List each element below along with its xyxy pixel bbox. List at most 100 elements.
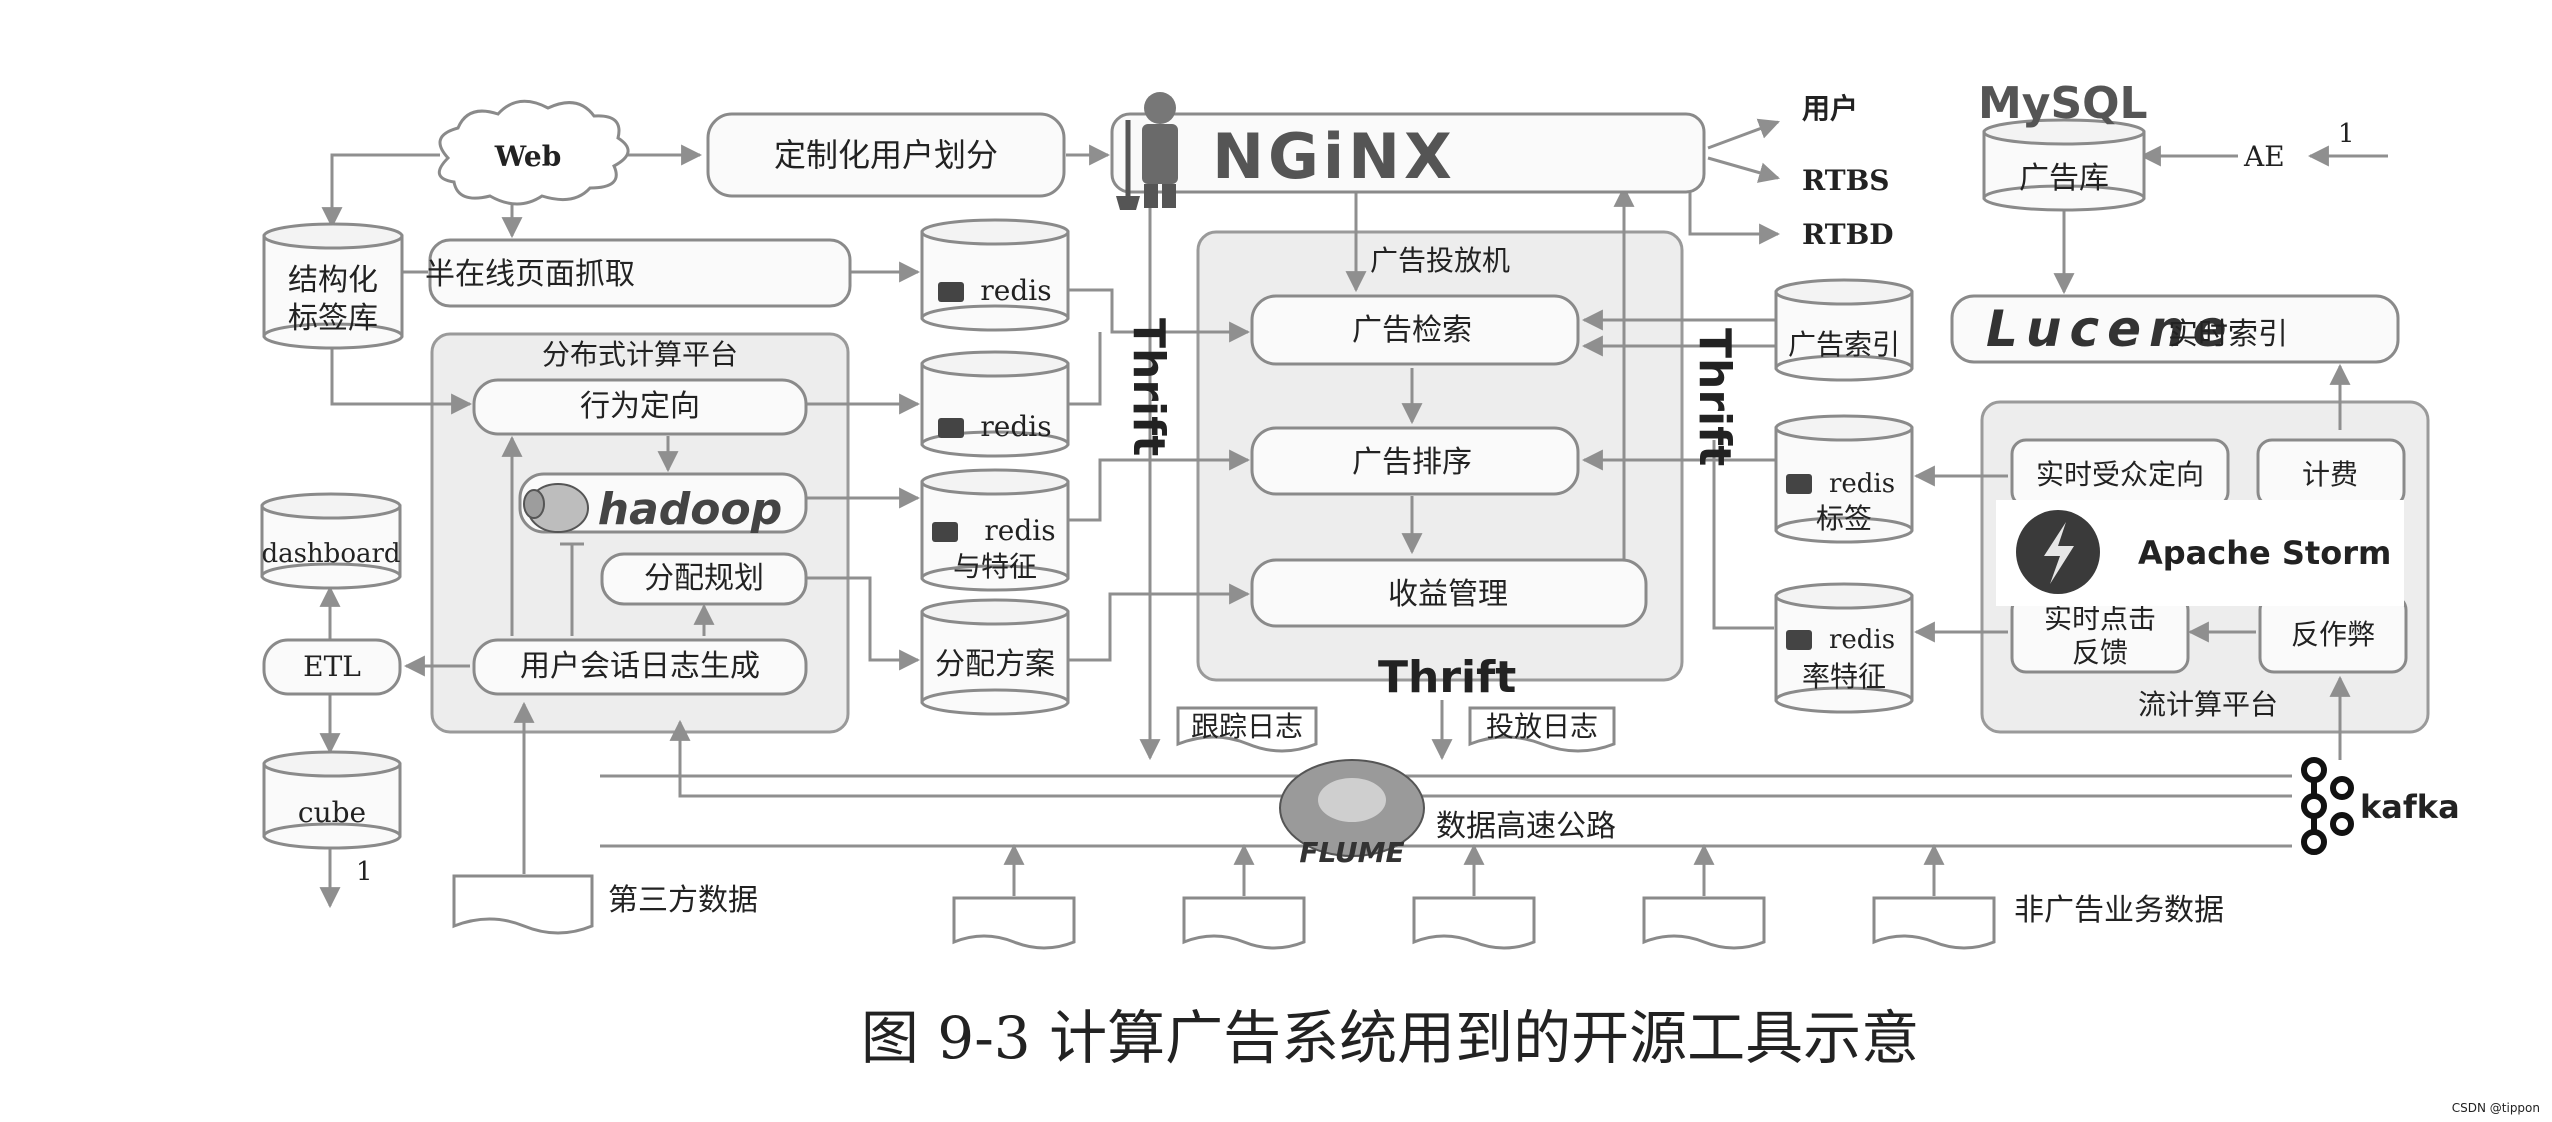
struct-tag-db: 结构化 标签库 [262, 222, 404, 350]
redis-db-2: redis [920, 350, 1070, 458]
non-ad-data-label: 非广告业务数据 [2014, 893, 2224, 928]
redis-rate-db: redis 率特征 [1774, 582, 1914, 714]
alloc-plan-db: 分配方案 [920, 598, 1070, 716]
third-party-data-label: 第三方数据 [608, 883, 758, 918]
tracking-log-label: 跟踪日志 [1191, 710, 1303, 743]
realtime-audience-label: 实时受众定向 [2036, 458, 2204, 491]
ae-number: 1 [2338, 119, 2355, 149]
mascot-figure [1116, 92, 1178, 210]
realtime-index-box: Lucene 实时索引 [1950, 294, 2400, 364]
non-ad-doc-2 [1182, 896, 1306, 950]
redis-db-1: redis [920, 218, 1070, 332]
user-label: 用户 [1802, 92, 1858, 125]
redis-label-2: redis [980, 410, 1051, 443]
tracking-log-tag: 跟踪日志 [1176, 706, 1318, 753]
non-ad-doc-4 [1642, 896, 1766, 950]
alloc-planning-label: 分配规划 [644, 561, 764, 596]
revenue-mgmt-label: 收益管理 [1388, 577, 1508, 612]
redis-label-1: redis [980, 274, 1051, 307]
ad-retrieval-box: 广告检索 [1250, 294, 1580, 366]
anti-fraud-box: 反作弊 [2258, 594, 2408, 674]
redis-rate-redis-label: redis [1829, 625, 1895, 655]
ad-ranking-box: 广告排序 [1250, 426, 1580, 496]
realtime-index-label: 实时索引 [2168, 317, 2288, 352]
non-ad-doc-5 [1872, 896, 1996, 950]
mysql-logo: MySQL [1978, 78, 2148, 129]
dashboard-db: dashboard [260, 492, 402, 590]
kafka-label: kafka [2360, 788, 2460, 826]
billing-label: 计费 [2302, 458, 2358, 491]
delivery-log-label: 投放日志 [1486, 710, 1598, 743]
hadoop-elephant-icon [523, 483, 589, 533]
revenue-mgmt-box: 收益管理 [1250, 558, 1648, 628]
ad-db: 广告库 [1982, 118, 2146, 212]
lucene-logo: Lucene [1986, 300, 2235, 358]
anti-fraud-label: 反作弊 [2291, 618, 2375, 651]
redis-label-3: redis [984, 514, 1055, 547]
nginx-box: NGiNX [1110, 112, 1706, 194]
etl-box: ETL [262, 638, 402, 696]
data-highway-label: 数据高速公路 [1436, 809, 1616, 844]
hadoop-logo: hadoop [598, 484, 782, 535]
realtime-click-box: 实时点击 反馈 [2010, 594, 2190, 674]
third-party-doc [452, 874, 594, 935]
thrift-logo-left: Thrift [1123, 318, 1174, 456]
ad-ranking-label: 广告排序 [1352, 445, 1472, 480]
redis-icon [938, 418, 964, 438]
cube-number: 1 [356, 857, 373, 887]
struct-tag-db-label-1: 结构化 [288, 263, 378, 298]
redis-tag-redis-label: redis [1829, 469, 1895, 499]
delivery-log-tag: 投放日志 [1468, 706, 1616, 753]
web-cloud: Web [437, 99, 630, 206]
custom-user-split-box: 定制化用户划分 [706, 112, 1066, 198]
rtbs-label: RTBS [1802, 164, 1890, 197]
flume-logo: FLUME [1279, 759, 1425, 869]
behavior-targeting-box: 行为定向 [472, 378, 808, 436]
ad-retrieval-label: 广告检索 [1352, 313, 1472, 348]
session-log-gen-box: 用户会话日志生成 [472, 638, 808, 696]
redis-icon [932, 522, 958, 542]
ad-server-title: 广告投放机 [1370, 244, 1510, 277]
ae-label: AE [2243, 140, 2285, 173]
redis-db-3: redis 与特征 [920, 468, 1070, 592]
stream-platform-title: 流计算平台 [2138, 688, 2278, 721]
semi-online-crawl-box: 半在线页面抓取 [425, 238, 852, 308]
cube-db: cube [262, 750, 402, 850]
billing-box: 计费 [2256, 438, 2406, 508]
struct-tag-db-label-2: 标签库 [288, 301, 378, 336]
rtbd-label: RTBD [1802, 218, 1894, 251]
connectors [319, 118, 2388, 909]
alloc-plan-label: 分配方案 [935, 647, 1055, 682]
semi-online-crawl-label: 半在线页面抓取 [425, 257, 635, 292]
thrift-logo-bottom: Thrift [1378, 652, 1516, 703]
flume-label: FLUME [1299, 836, 1404, 869]
behavior-targeting-label: 行为定向 [580, 389, 700, 424]
ad-db-label: 广告库 [2019, 161, 2109, 196]
redis-icon [938, 282, 964, 302]
ad-index-label: 广告索引 [1788, 328, 1900, 361]
cube-label: cube [298, 796, 366, 829]
redis-icon [1786, 474, 1812, 494]
custom-user-split-label: 定制化用户划分 [774, 136, 998, 174]
redis-feature-label: 与特征 [953, 550, 1037, 583]
redis-icon [1786, 630, 1812, 650]
web-label: Web [494, 140, 562, 173]
non-ad-doc-3 [1412, 896, 1536, 950]
realtime-click-label-2: 反馈 [2072, 636, 2128, 669]
redis-tag-label: 标签 [1816, 502, 1872, 535]
redis-rate-label: 率特征 [1802, 660, 1886, 693]
non-ad-doc-1 [952, 896, 1076, 950]
realtime-click-label-1: 实时点击 [2044, 602, 2156, 635]
apache-storm-label: Apache Storm [2138, 534, 2391, 572]
apache-storm-badge: Apache Storm [1996, 500, 2404, 606]
realtime-audience-box: 实时受众定向 [2010, 438, 2230, 508]
thrift-logo-right: Thrift [1689, 328, 1740, 466]
figure-caption: 图 9-3 计算广告系统用到的开源工具示意 [861, 1004, 1919, 1072]
kafka-logo: kafka [2301, 757, 2460, 855]
dashboard-label: dashboard [261, 539, 400, 569]
nginx-logo: NGiNX [1212, 120, 1456, 193]
alloc-planning-box: 分配规划 [600, 552, 808, 606]
ad-index-db: 广告索引 [1774, 278, 1914, 382]
hadoop-box: hadoop [518, 472, 808, 535]
